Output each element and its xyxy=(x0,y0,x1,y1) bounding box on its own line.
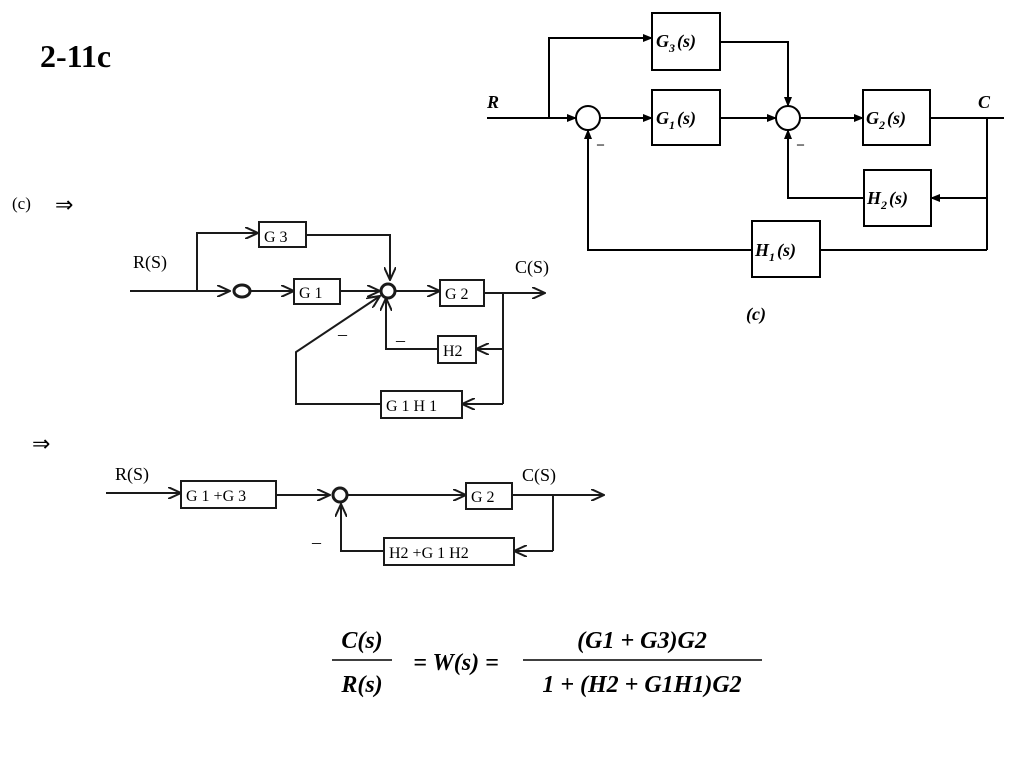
step1-diagram xyxy=(130,221,545,419)
step1-prefix-label: (c) xyxy=(12,194,31,213)
input-label: R xyxy=(486,92,499,112)
transfer-function-formula: C(s) R(s) = W(s) = (G1 + G3)G2 1 + (H2 +… xyxy=(332,628,762,698)
step2-arrow: ⇒ xyxy=(32,431,50,456)
step1-junction-small xyxy=(232,283,252,299)
step2-label-g2: G 2 xyxy=(471,489,495,506)
slide-title: 2-11c xyxy=(40,38,112,74)
formula-rhs-denominator: 1 + (H2 + G1H1)G2 xyxy=(542,672,741,698)
label-g2: G2(s) xyxy=(866,108,906,132)
minus-sign-1: – xyxy=(596,137,605,152)
step1-output-label: C(S) xyxy=(515,257,549,278)
output-label: C xyxy=(978,92,991,112)
sum-junction-1 xyxy=(575,105,601,131)
block-g1 xyxy=(651,89,721,146)
step1-label-g2: G 2 xyxy=(445,286,469,303)
original-labels: R C G3(s) G1(s) G2(s) H2(s) H1(s) – – (c… xyxy=(486,31,991,325)
sum-junction-2 xyxy=(775,105,801,131)
step2-output-label: C(S) xyxy=(522,465,556,486)
block-g2 xyxy=(862,89,931,146)
minus-sign-2: – xyxy=(796,137,805,152)
step1-labels: (c) ⇒ R(S) C(S) G 3 G 1 G 2 H2 G 1 H 1 –… xyxy=(12,192,549,415)
label-h1: H1(s) xyxy=(754,240,796,264)
step1-input-label: R(S) xyxy=(133,252,167,273)
label-g1: G1(s) xyxy=(656,108,696,132)
step1-block-g2 xyxy=(439,279,485,307)
formula-lhs-denominator: R(s) xyxy=(340,672,382,698)
label-g3: G3(s) xyxy=(656,31,696,55)
step2-minus: – xyxy=(311,532,322,552)
step1-block-g1 xyxy=(293,278,341,305)
figure-caption: (c) xyxy=(746,304,766,325)
formula-rhs-numerator: (G1 + G3)G2 xyxy=(577,628,707,654)
step2-label-feedback: H2 +G 1 H2 xyxy=(389,545,469,562)
step1-block-g3 xyxy=(258,221,307,248)
original-diagram xyxy=(487,12,1004,278)
step2-block-forward xyxy=(180,480,277,509)
step2-labels: ⇒ R(S) C(S) G 1 +G 3 G 2 H2 +G 1 H2 – xyxy=(32,431,556,562)
block-h2 xyxy=(863,169,932,227)
step1-minus-1: – xyxy=(337,324,348,344)
step1-label-g1h1: G 1 H 1 xyxy=(386,398,437,415)
step1-arrow: ⇒ xyxy=(55,192,73,217)
step2-junction xyxy=(331,486,349,504)
step1-label-g3: G 3 xyxy=(264,229,288,246)
step2-block-feedback xyxy=(383,537,515,566)
step1-label-h2: H2 xyxy=(443,343,463,360)
step1-label-g1: G 1 xyxy=(299,285,323,302)
formula-middle: = W(s) = xyxy=(413,650,499,676)
step2-label-forward: G 1 +G 3 xyxy=(186,488,246,505)
step1-junction-main xyxy=(379,282,397,300)
formula-lhs-numerator: C(s) xyxy=(341,628,382,654)
step1-block-g1h1 xyxy=(380,390,463,419)
label-h2: H2(s) xyxy=(866,188,908,212)
block-g3 xyxy=(651,12,721,71)
step2-diagram xyxy=(106,480,604,566)
block-h1 xyxy=(751,220,821,278)
step2-input-label: R(S) xyxy=(115,464,149,485)
step1-block-h2 xyxy=(437,335,477,364)
step2-block-g2 xyxy=(465,482,513,510)
step1-minus-2: – xyxy=(395,330,406,350)
